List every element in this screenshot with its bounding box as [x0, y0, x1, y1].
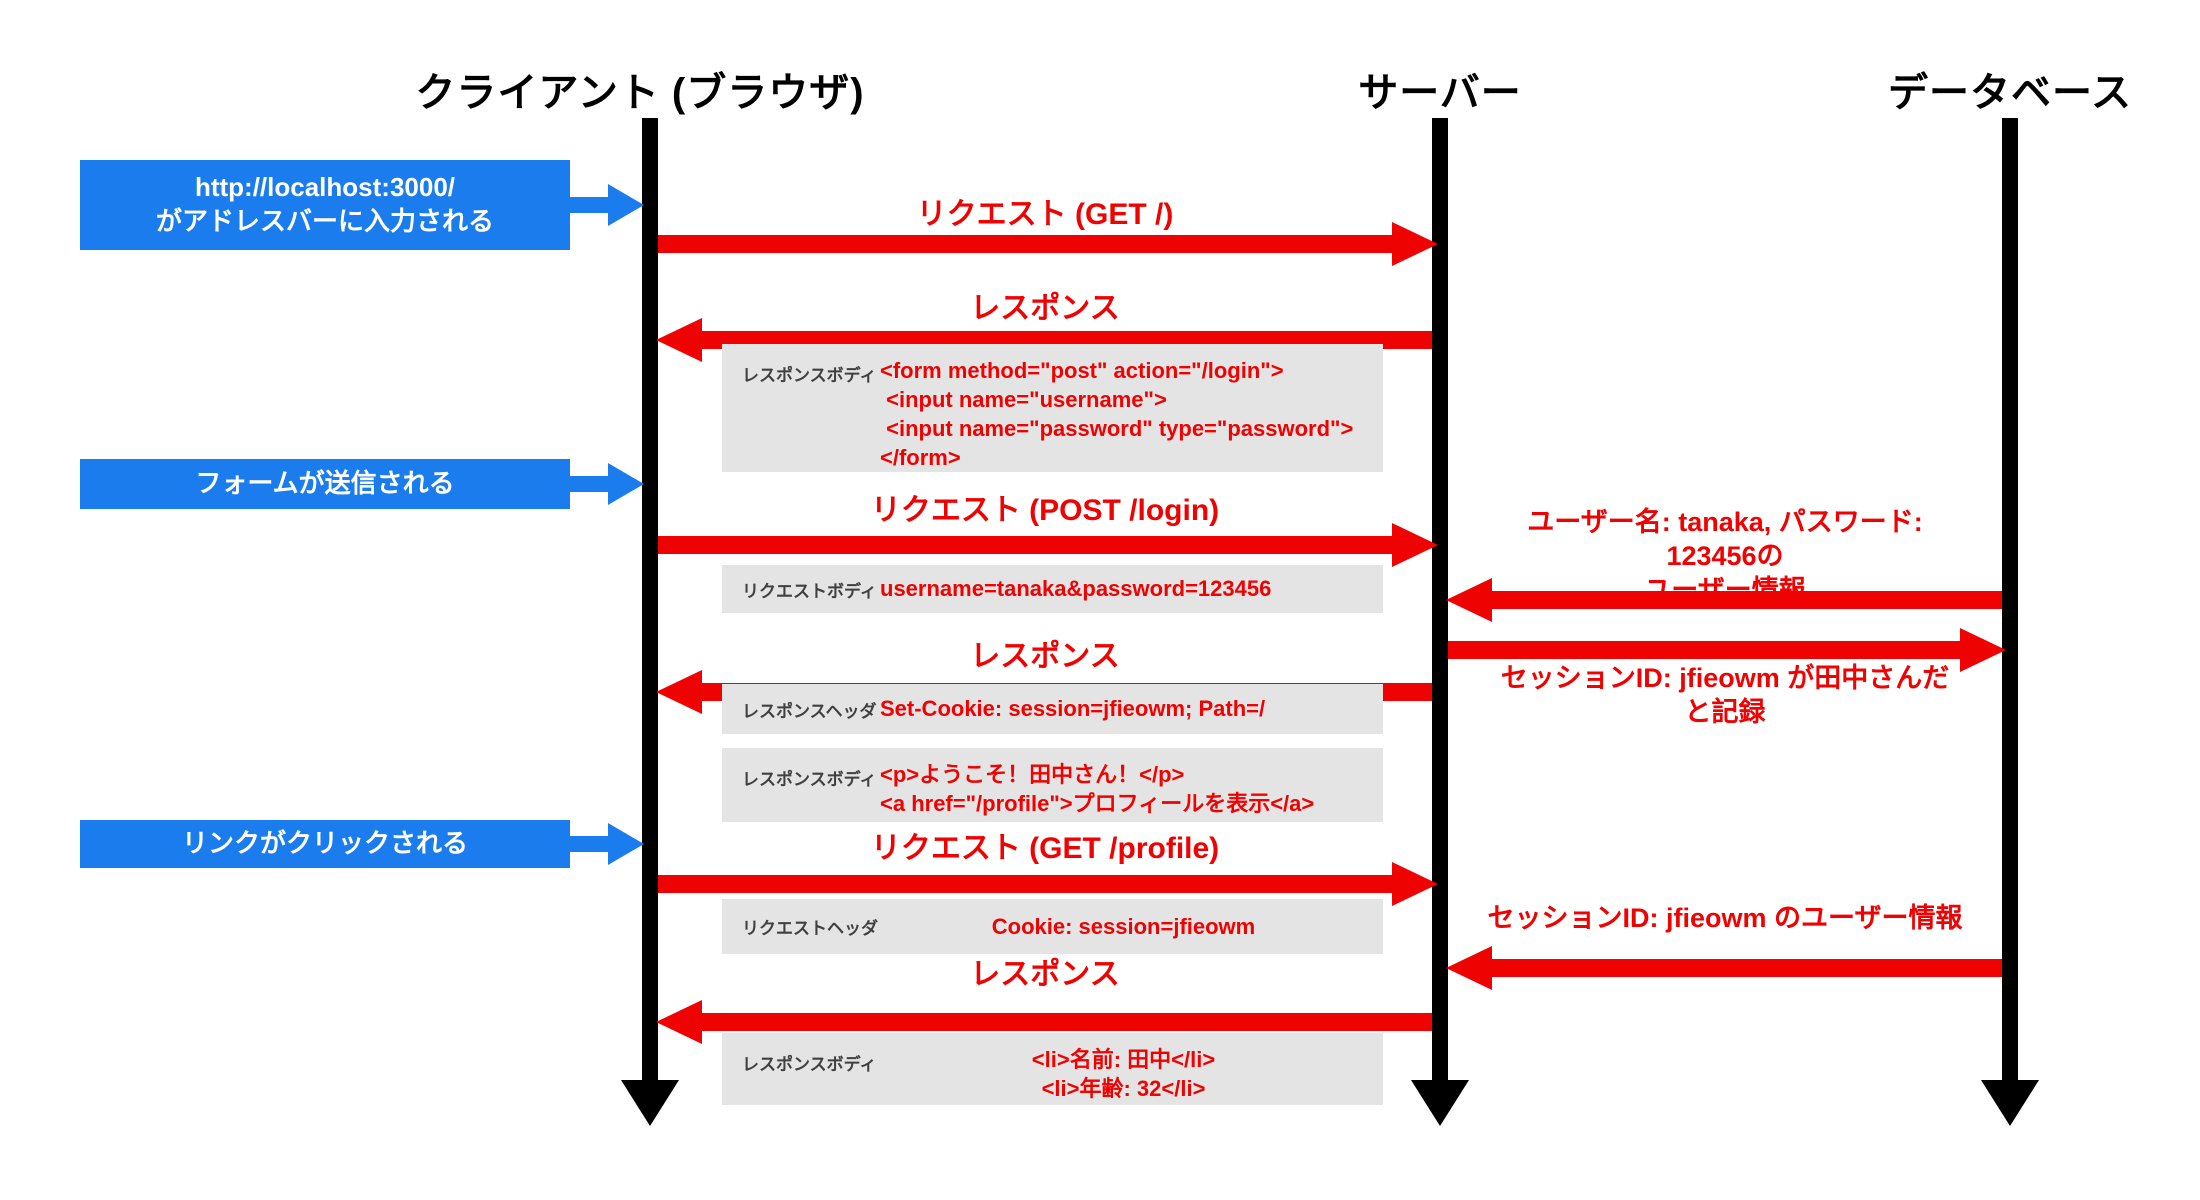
lifeline-client [642, 118, 658, 1082]
arrow-request-get-root-head-icon [1392, 222, 1438, 266]
note-url-entered: http://localhost:3000/ がアドレスバーに入力される [80, 160, 570, 250]
payload-tag: レスポンスボディ [742, 1055, 877, 1074]
lifeline-client-arrowhead-icon [621, 1080, 679, 1126]
lifeline-server [1432, 118, 1448, 1082]
lifeline-server-arrowhead-icon [1411, 1080, 1469, 1126]
payload-code: Set-Cookie: session=jfieowm; Path=/ [880, 696, 1266, 722]
message-label-request-post-login: リクエスト (POST /login) [870, 494, 1220, 527]
payload-tag: レスポンスボディ [742, 770, 877, 789]
actor-title-client: クライアント (ブラウザ) [415, 71, 865, 115]
payload-request-body-credentials: リクエストボディ username=tanaka&password=123456 [722, 565, 1383, 613]
payload-tag: レスポンスヘッダ [742, 701, 877, 721]
note-url-arrow-icon [608, 184, 644, 226]
payload-code: Cookie: session=jfieowm [991, 913, 1256, 939]
note-link-arrow-icon [608, 823, 644, 865]
note-form-submitted: フォームが送信される [80, 459, 570, 509]
note-link-arrow-shaft [570, 836, 610, 852]
payload-tag: レスポンスボディ [742, 366, 877, 385]
payload-request-header-cookie: リクエストヘッダ Cookie: session=jfieowm [722, 899, 1383, 954]
actor-title-database: データベース [1888, 71, 2132, 115]
message-label-session-user-info: セッションID: jfieowm のユーザー情報 [1487, 903, 1963, 933]
arrow-request-post-login-head-icon [1392, 523, 1438, 567]
arrow-session-user-info-shaft [1490, 959, 2002, 977]
message-label-response-1: レスポンス [970, 292, 1120, 325]
payload-code: <form method="post" action="/login"> <in… [880, 358, 1354, 471]
note-form-arrow-shaft [570, 476, 610, 492]
message-label-request-get-profile: リクエスト (GET /profile) [870, 832, 1220, 865]
payload-tag: リクエストヘッダ [742, 919, 878, 938]
arrow-user-info-shaft [1490, 591, 2002, 609]
lifeline-database [2002, 118, 2018, 1082]
arrow-record-session-head-icon [1960, 628, 2006, 672]
actor-title-server: サーバー [1358, 71, 1522, 115]
note-url-arrow-shaft [570, 197, 610, 213]
payload-response-header-cookie: レスポンスヘッダ Set-Cookie: session=jfieowm; Pa… [722, 684, 1383, 734]
arrow-session-user-info-head-icon [1446, 946, 1492, 990]
payload-code: <li>名前: 田中</li> <li>年齢: 32</li> [1031, 1047, 1216, 1102]
arrow-record-session-shaft [1448, 641, 1960, 659]
payload-response-body-welcome: レスポンスボディ <p>ようこそ！田中さん！</p> <a href="/pro… [722, 748, 1383, 822]
arrow-request-get-profile-head-icon [1392, 862, 1438, 906]
message-label-user-info-result: ユーザー名: tanaka, パスワード: 123456の ユーザー情報 [1527, 507, 1923, 605]
note-link-clicked: リンクがクリックされる [80, 820, 570, 868]
note-form-arrow-icon [608, 463, 644, 505]
payload-response-body-profile: レスポンスボディ <li>名前: 田中</li> <li>年齢: 32</li> [722, 1033, 1383, 1105]
arrow-response-3-head-icon [656, 1000, 702, 1044]
payload-response-body-form: レスポンスボディ <form method="post" action="/lo… [722, 344, 1383, 472]
arrow-request-post-login-shaft [658, 536, 1394, 554]
arrow-user-info-head-icon [1446, 578, 1492, 622]
message-label-request-get-root: リクエスト (GET /) [916, 198, 1174, 231]
payload-code: username=tanaka&password=123456 [880, 576, 1272, 602]
message-label-response-3: レスポンス [970, 958, 1120, 991]
arrow-response-2-head-icon [656, 670, 702, 714]
arrow-request-get-profile-shaft [658, 875, 1394, 893]
arrow-response-1-head-icon [656, 318, 702, 362]
message-label-response-2: レスポンス [970, 640, 1120, 673]
lifeline-database-arrowhead-icon [1981, 1080, 2039, 1126]
message-label-record-session: セッションID: jfieowm が田中さんだと記録 [1500, 663, 1950, 727]
payload-code: <p>ようこそ！田中さん！</p> <a href="/profile">プロフ… [880, 762, 1315, 817]
arrow-response-3-shaft [700, 1013, 1432, 1031]
arrow-request-get-root-shaft [658, 235, 1394, 253]
payload-tag: リクエストボディ [742, 581, 877, 601]
